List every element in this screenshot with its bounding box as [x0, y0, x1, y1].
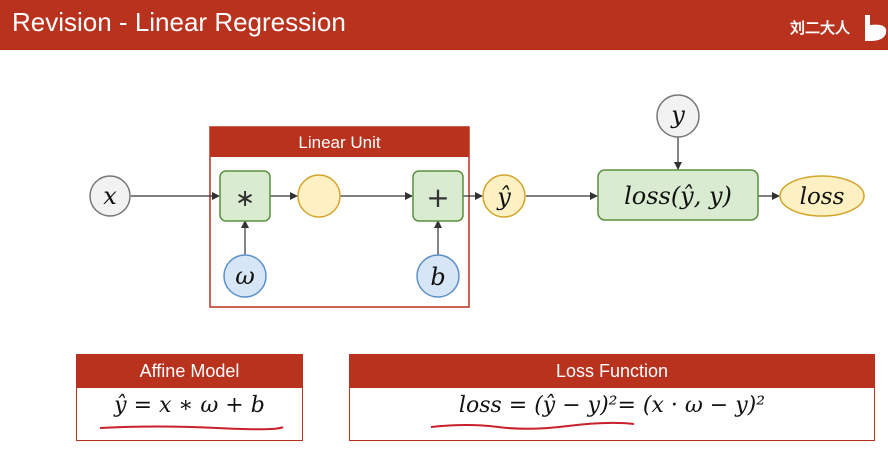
loss-function-label: loss(ŷ, y) — [624, 182, 732, 210]
bias-label: b — [430, 263, 445, 291]
add-symbol: + — [426, 181, 449, 214]
page-title: Revision - Linear Regression — [12, 7, 346, 37]
affine-model-label: Affine Model — [77, 355, 302, 388]
weight-label: ω — [235, 262, 255, 290]
multiply-symbol: ∗ — [235, 184, 255, 212]
target-y-node: y — [656, 94, 700, 138]
loss-underline — [430, 421, 635, 430]
loss-formula-right: = (x · ω − y)² — [617, 393, 766, 418]
loss-output-node: loss — [779, 175, 865, 217]
input-x-label: x — [103, 182, 117, 210]
loss-function-box: Loss Function loss = (ŷ − y)²= (x · ω − … — [349, 354, 875, 441]
add-node: + — [412, 170, 464, 222]
author-name: 刘二大人 — [789, 19, 850, 37]
input-x-node: x — [89, 175, 131, 217]
y-hat-node: ŷ — [482, 174, 526, 218]
loss-function-title: Loss Function — [350, 355, 874, 388]
loss-formula-left: loss = (ŷ − y)² — [458, 393, 618, 418]
weight-node: ω — [223, 254, 267, 298]
target-y-label: y — [670, 101, 685, 129]
bilibili-logo-icon — [865, 15, 887, 41]
linear-unit-box: Linear Unit — [209, 126, 470, 308]
y-hat-label: ŷ — [496, 183, 511, 211]
affine-model-formula: ŷ = x ∗ ω + b — [114, 393, 265, 418]
header-bar: Revision - Linear Regression 刘二大人 — [0, 0, 888, 50]
loss-function-node: loss(ŷ, y) — [597, 169, 759, 221]
linear-unit-label: Linear Unit — [298, 133, 380, 152]
loss-output-label: loss — [800, 184, 845, 210]
affine-model-box: Affine Model ŷ = x ∗ ω + b — [76, 354, 303, 441]
intermediate-node — [297, 174, 341, 218]
multiply-node: ∗ — [219, 170, 271, 222]
bias-node: b — [416, 254, 460, 298]
loss-formula: loss = (ŷ − y)²= (x · ω − y)² — [350, 393, 874, 418]
affine-underline — [99, 425, 284, 431]
